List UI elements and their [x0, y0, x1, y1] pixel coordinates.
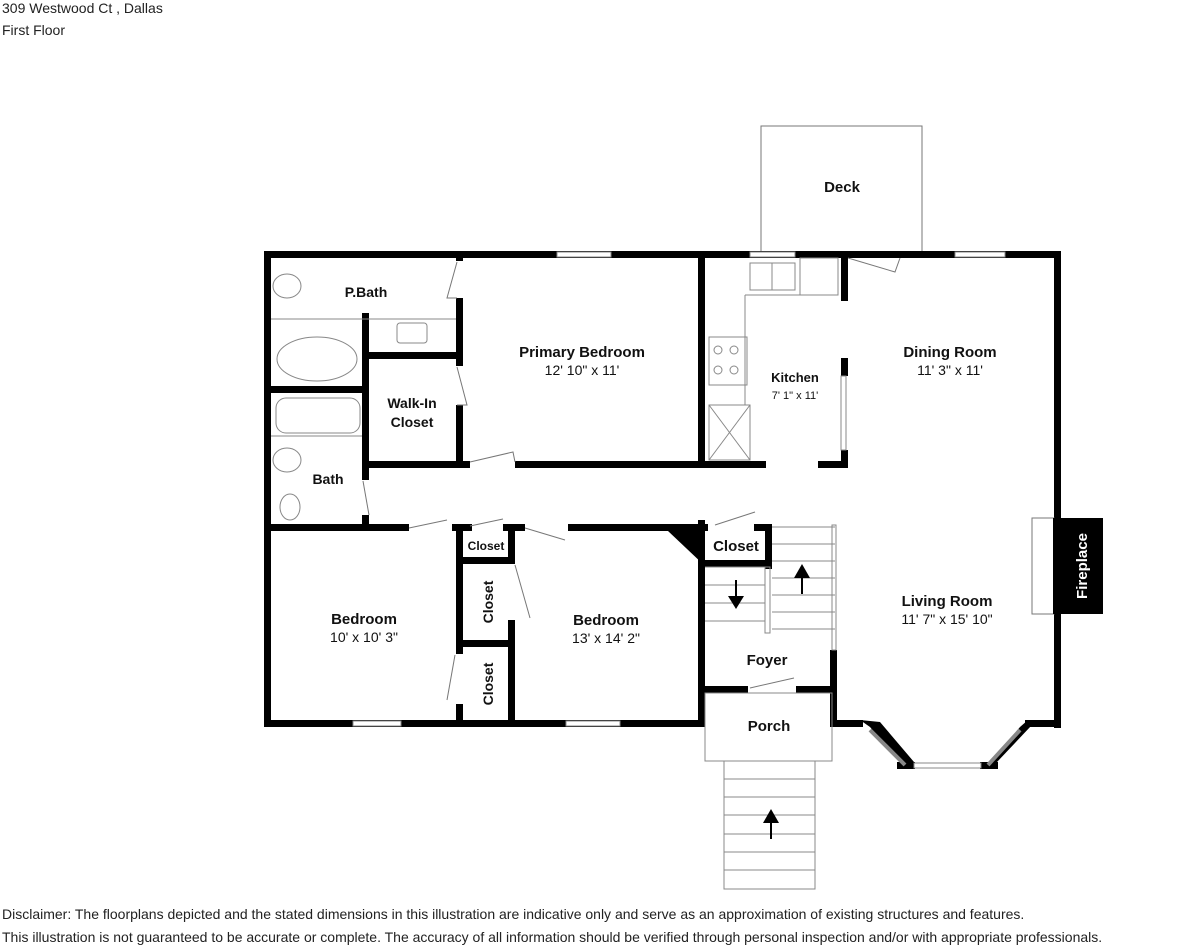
disclaimer-line-2: This illustration is not guaranteed to b…: [2, 929, 1103, 945]
closet-small-label: Closet: [468, 539, 505, 553]
windows: [352, 251, 1022, 769]
kitchen-label: Kitchen: [771, 370, 819, 385]
pbath-label: P.Bath: [345, 284, 388, 300]
closet-stair-label: Closet: [713, 538, 759, 555]
bedroom-right-label: Bedroom: [573, 612, 639, 629]
bedroom-left-label: Bedroom: [331, 611, 397, 628]
exterior-walls: [264, 251, 1061, 769]
kitchen-fixtures: [708, 257, 847, 461]
dining-room-dims: 11' 3" x 11': [917, 362, 983, 378]
fireplace-label: Fireplace: [1074, 533, 1091, 599]
dining-room-label: Dining Room: [903, 344, 996, 361]
living-room-dims: 11' 7" x 15' 10": [901, 611, 992, 627]
primary-bedroom-dims: 12' 10" x 11': [545, 362, 620, 378]
floor-label: First Floor: [2, 22, 65, 38]
foyer-label: Foyer: [747, 652, 788, 669]
arrow-icons: [728, 564, 810, 839]
porch-label: Porch: [748, 718, 791, 735]
doors: [362, 257, 901, 701]
bath-label: Bath: [312, 471, 343, 487]
fireplace-block: [1053, 518, 1103, 614]
disclaimer-line-1: Disclaimer: The floorplans depicted and …: [2, 906, 1025, 922]
bathroom-fixtures: [271, 273, 456, 521]
hearth: [1031, 517, 1055, 615]
property-address: 309 Westwood Ct , Dallas: [2, 0, 163, 16]
bedroom-left-dims: 10' x 10' 3": [330, 629, 398, 645]
walkin-closet-label-1: Walk-In: [387, 395, 436, 411]
primary-bedroom-label: Primary Bedroom: [519, 344, 645, 361]
kitchen-dims: 7' 1" x 11': [772, 390, 818, 402]
interior-walls: [264, 251, 848, 727]
closet-mid-label: Closet: [480, 580, 496, 623]
closet-low-label: Closet: [480, 662, 496, 705]
bedroom-right-dims: 13' x 14' 2": [572, 630, 640, 646]
walkin-closet-label-2: Closet: [391, 414, 434, 430]
stairs: [704, 524, 837, 890]
deck-label: Deck: [824, 179, 861, 196]
living-room-label: Living Room: [902, 593, 993, 610]
